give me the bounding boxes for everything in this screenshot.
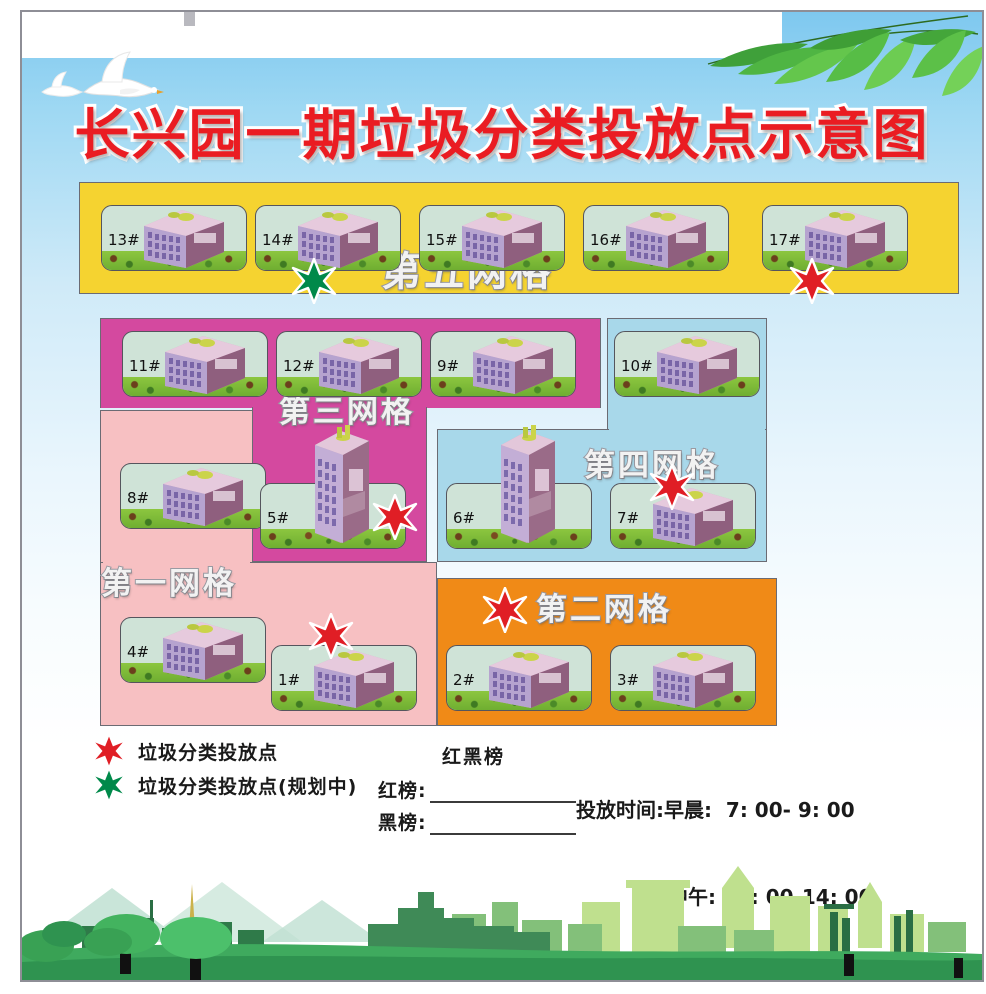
poster-frame: 长兴园一期垃圾分类投放点示意图 第五网格 第三网格 第四网格 第一网格 第二网格 [20, 10, 984, 982]
building-icon [653, 650, 733, 708]
board-black-label: 黑榜: [378, 812, 427, 834]
board-row-black: 黑榜: [378, 808, 576, 835]
building-label: 7# [617, 509, 640, 527]
collection-point-star-icon[interactable] [482, 587, 528, 633]
building-card[interactable]: 14# [255, 205, 401, 271]
building-label: 17# [769, 231, 801, 249]
building-card[interactable]: 1# [271, 645, 417, 711]
building-card[interactable]: 12# [276, 331, 422, 397]
building-icon [319, 336, 399, 394]
legend-row-planned: 垃圾分类投放点(规划中) [94, 770, 357, 800]
planned-collection-point-star-icon[interactable] [291, 258, 337, 304]
building-icon [144, 210, 224, 268]
board-red-label: 红榜: [378, 780, 427, 802]
building-icon [489, 650, 569, 708]
building-icon [626, 210, 706, 268]
building-label: 16# [590, 231, 622, 249]
building-card[interactable]: 2# [446, 645, 592, 711]
schedule-period-morning: 早晨: [664, 798, 712, 822]
sign-hanger [184, 12, 195, 26]
collection-point-star-icon [95, 736, 123, 766]
building-card[interactable]: 13# [101, 205, 247, 271]
building-icon [163, 468, 243, 526]
building-card[interactable]: 8# [120, 463, 266, 529]
schedule-row: 投放时间:早晨: 7: 00- 9: 00 [576, 796, 873, 825]
zone-grid-4-seam [609, 426, 765, 434]
building-label: 12# [283, 357, 315, 375]
building-label: 13# [108, 231, 140, 249]
building-card[interactable]: 11# [122, 331, 268, 397]
building-label: 14# [262, 231, 294, 249]
building-label: 15# [426, 231, 458, 249]
building-card[interactable]: 17# [762, 205, 908, 271]
building-label: 5# [267, 509, 290, 527]
legend-area: 垃圾分类投放点 垃圾分类投放点(规划中) 红黑榜 红榜: 黑榜: 投放时间:早晨… [94, 734, 954, 980]
building-icon [473, 336, 553, 394]
collection-point-star-icon[interactable] [649, 464, 695, 510]
building-icon [657, 336, 737, 394]
collection-point-star-icon[interactable] [372, 494, 418, 540]
dove-small-icon [41, 71, 84, 97]
building-label: 11# [129, 357, 161, 375]
zone-grid-3-seam [253, 404, 426, 412]
planned-collection-point-star-icon [95, 770, 123, 800]
collection-point-star-icon[interactable] [789, 258, 835, 304]
building-label: 1# [278, 671, 301, 689]
bamboo-leaves-icon [707, 15, 982, 96]
cloud-band [22, 12, 782, 58]
building-label: 9# [437, 357, 460, 375]
building-icon [314, 650, 394, 708]
page-title: 长兴园一期垃圾分类投放点示意图 [71, 100, 930, 170]
board-title: 红黑榜 [442, 746, 506, 768]
map-area: 第五网格 第三网格 第四网格 第一网格 第二网格 [79, 182, 959, 727]
building-card[interactable]: 16# [583, 205, 729, 271]
building-icon [298, 210, 378, 268]
legend-label-planned: 垃圾分类投放点(规划中) [138, 775, 358, 798]
building-icon [805, 210, 885, 268]
legend-label-active: 垃圾分类投放点 [138, 741, 279, 764]
board-red-input[interactable] [429, 782, 576, 803]
tower-building-icon [315, 425, 369, 543]
board-row-red: 红榜: [378, 776, 576, 803]
building-icon [165, 336, 245, 394]
cityscape-scenery [22, 866, 982, 980]
building-label: 3# [617, 671, 640, 689]
building-label: 10# [621, 357, 653, 375]
building-card[interactable]: 9# [430, 331, 576, 397]
collection-point-star-icon[interactable] [308, 613, 354, 659]
tower-building-icon [501, 425, 555, 543]
building-icon [163, 622, 243, 680]
legend-row-active: 垃圾分类投放点 [94, 736, 278, 766]
building-icon [462, 210, 542, 268]
building-label: 6# [453, 509, 476, 527]
zone-grid-1-seam [103, 560, 250, 568]
building-card[interactable]: 4# [120, 617, 266, 683]
building-label: 8# [127, 489, 150, 507]
dove-large-icon [83, 51, 164, 98]
building-label: 4# [127, 643, 150, 661]
schedule-title: 投放时间: [576, 798, 664, 822]
schedule-time-morning: 7: 00- 9: 00 [712, 798, 855, 822]
building-card[interactable]: 10# [614, 331, 760, 397]
board-black-input[interactable] [429, 814, 576, 835]
building-label: 2# [453, 671, 476, 689]
building-card[interactable]: 3# [610, 645, 756, 711]
building-card[interactable]: 15# [419, 205, 565, 271]
